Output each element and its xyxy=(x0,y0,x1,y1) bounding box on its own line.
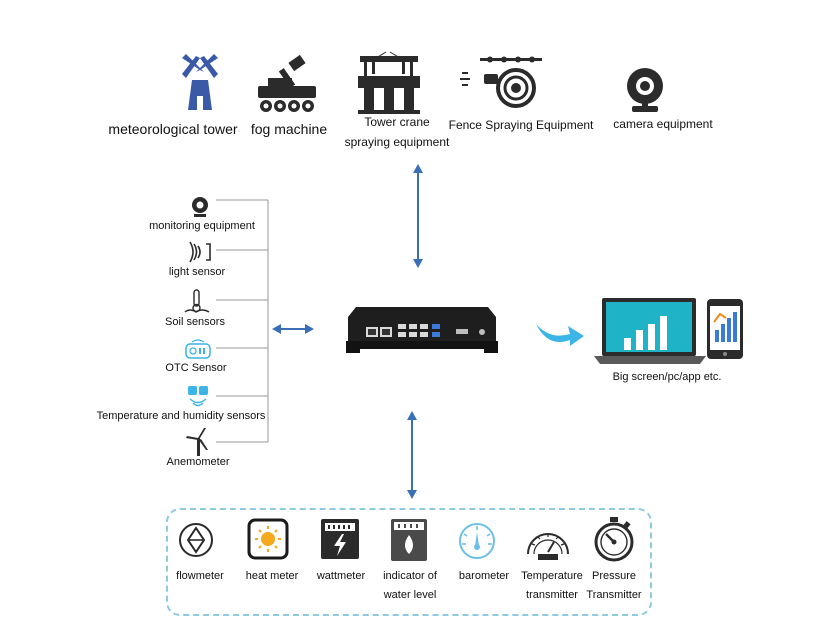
barometer-icon xyxy=(458,522,496,560)
meteorological-tower-label: meteorological tower xyxy=(108,121,238,137)
barometer-label: barometer xyxy=(458,570,510,582)
fog-machine-icon xyxy=(254,54,318,114)
heat-meter-icon xyxy=(247,518,289,560)
tower-crane-label-line2: spraying equipment xyxy=(344,135,450,149)
arrow-top-vertical xyxy=(413,164,423,268)
sensor-bracket xyxy=(216,199,269,443)
flowmeter-icon xyxy=(178,522,214,558)
monitoring-camera-icon xyxy=(190,196,210,218)
pressure-transmitter-icon xyxy=(592,516,636,562)
pressure-transmitter-label-line1: Pressure xyxy=(591,570,637,582)
light-sensor-icon xyxy=(186,240,212,264)
camera-icon xyxy=(624,66,666,114)
otc-sensor-label: OTC Sensor xyxy=(165,362,227,374)
fog-machine-label: fog machine xyxy=(250,121,328,137)
tower-crane-icon xyxy=(356,51,422,114)
meters-group xyxy=(166,508,652,616)
arrow-left-horizontal xyxy=(272,324,314,334)
curved-arrow-icon xyxy=(536,324,584,346)
temperature-transmitter-label-line1: Temperature xyxy=(521,570,583,582)
water-level-label-line1: indicator of xyxy=(383,570,437,582)
camera-label: camera equipment xyxy=(613,117,713,131)
flowmeter-label: flowmeter xyxy=(176,570,224,582)
soil-sensor-icon xyxy=(184,288,210,314)
light-sensor-label: light sensor xyxy=(168,266,226,278)
windmill-icon xyxy=(178,52,222,112)
anemometer-icon xyxy=(184,428,212,456)
anemometer-label: Anemometer xyxy=(166,456,230,468)
fence-spraying-icon xyxy=(460,56,544,112)
phone-icon xyxy=(706,298,744,360)
otc-sensor-icon xyxy=(184,339,212,361)
arrow-bottom-vertical xyxy=(407,411,417,499)
wattmeter-icon xyxy=(320,518,360,560)
temperature-humidity-label: Temperature and humidity sensors xyxy=(96,410,266,422)
laptop-icon xyxy=(594,296,706,366)
gateway-device-icon xyxy=(346,303,498,355)
temperature-transmitter-icon xyxy=(524,520,572,562)
water-level-label-line2: water level xyxy=(383,589,437,601)
fence-spraying-label: Fence Spraying Equipment xyxy=(448,118,594,132)
monitoring-label: monitoring equipment xyxy=(149,220,255,232)
temperature-humidity-icon xyxy=(185,384,211,410)
pressure-transmitter-label-line2: Transmitter xyxy=(586,589,642,601)
temperature-transmitter-label-line2: transmitter xyxy=(526,589,578,601)
tower-crane-label-line1: Tower crane xyxy=(364,115,430,129)
water-level-icon xyxy=(390,518,428,562)
wattmeter-label: wattmeter xyxy=(316,570,366,582)
heat-meter-label: heat meter xyxy=(245,570,299,582)
soil-sensor-label: Soil sensors xyxy=(165,316,225,328)
output-label: Big screen/pc/app etc. xyxy=(612,371,722,383)
